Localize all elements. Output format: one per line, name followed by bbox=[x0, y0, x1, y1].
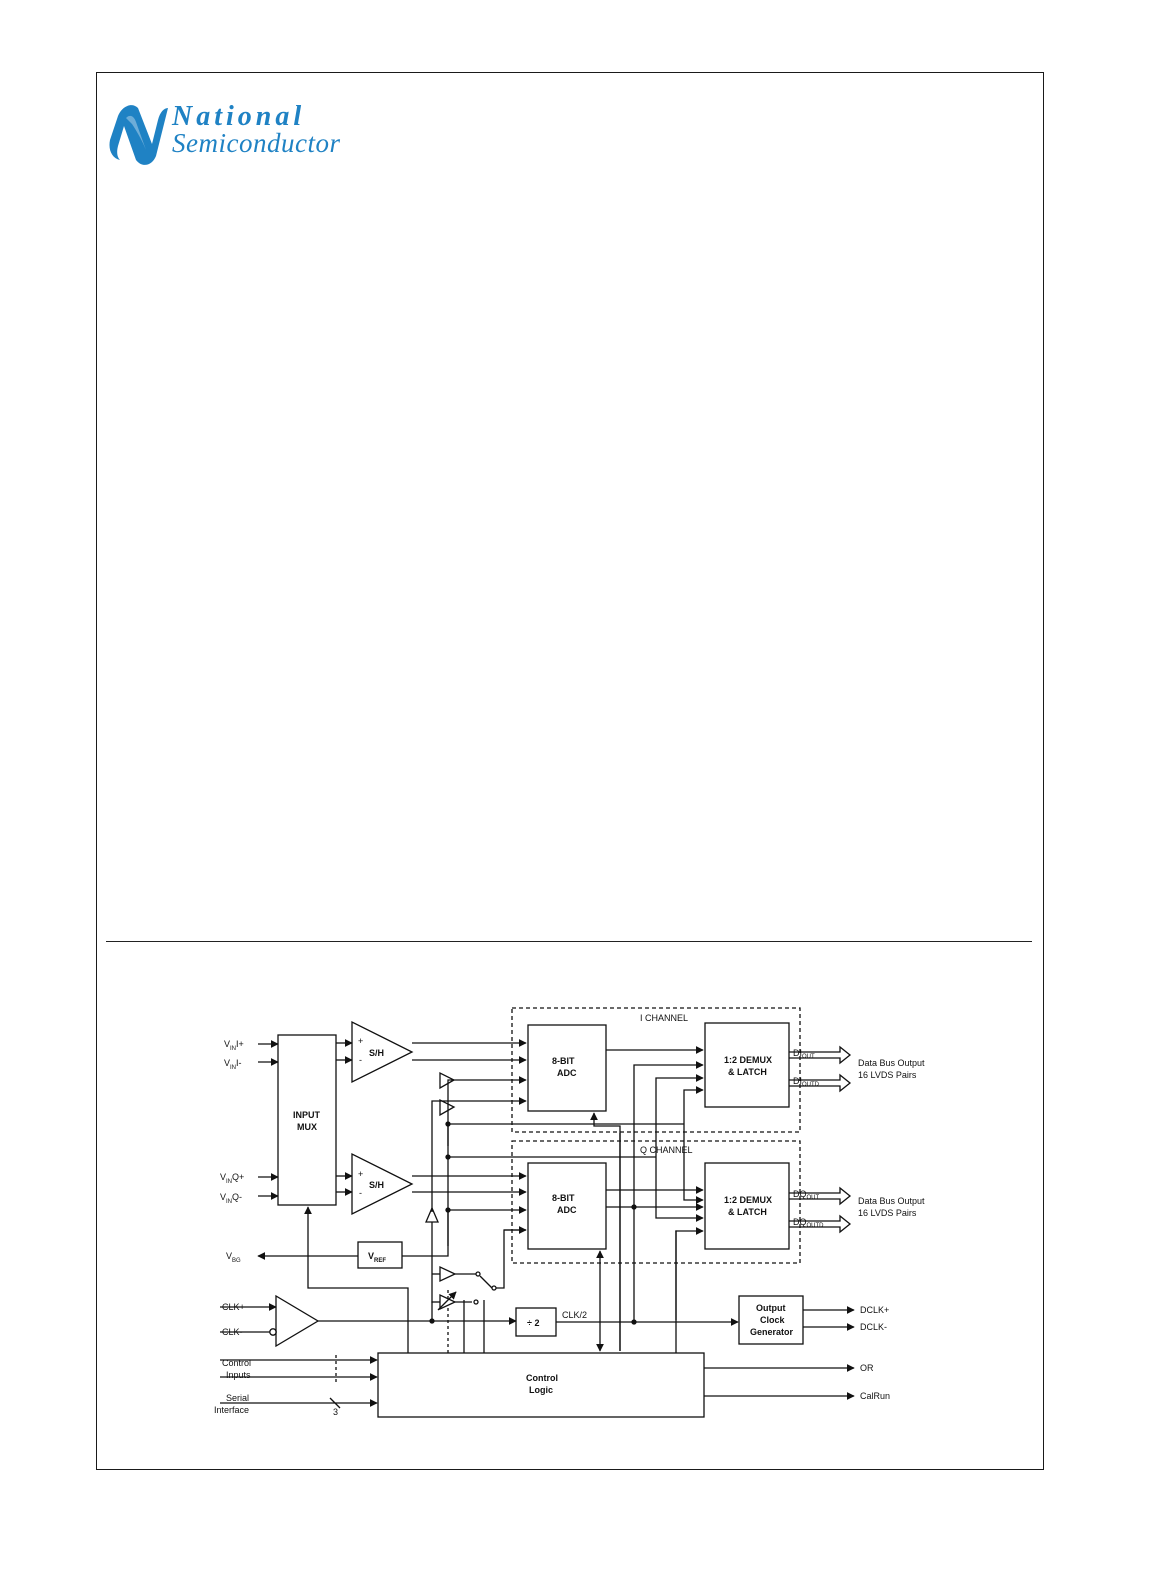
ocg-label-3: Generator bbox=[750, 1327, 794, 1337]
logo-n-mark-icon bbox=[109, 105, 168, 165]
national-semiconductor-logo: National Semiconductor bbox=[106, 100, 356, 170]
block-diagram-svg: VINI+ VINI- VINQ+ VINQ- VBG CLK+ CLK- Co… bbox=[214, 1007, 925, 1418]
divide-label: ÷ 2 bbox=[527, 1318, 539, 1328]
sh-i-label: S/H bbox=[369, 1048, 384, 1058]
adc-q-block bbox=[527, 1162, 607, 1250]
sh-q-label: S/H bbox=[369, 1180, 384, 1190]
adc-i-block bbox=[527, 1024, 607, 1112]
control-logic-label-1: Control bbox=[526, 1373, 558, 1383]
page-frame bbox=[96, 72, 1044, 1470]
vref-label: VREF bbox=[368, 1251, 386, 1264]
vin-i-plus-label: VINI+ bbox=[224, 1039, 244, 1052]
sh-q-minus: - bbox=[359, 1188, 362, 1198]
vbg-label: VBG bbox=[226, 1251, 241, 1264]
cal-switch-group bbox=[431, 1229, 526, 1311]
or-label: OR bbox=[860, 1363, 874, 1373]
demux-q-label-2: & LATCH bbox=[728, 1207, 767, 1217]
di-out-label: DIOUT bbox=[793, 1048, 815, 1060]
sh-q-plus: + bbox=[358, 1169, 363, 1179]
dq-outd-label: DQOUTD bbox=[793, 1217, 824, 1229]
control-inputs-label-1: Control bbox=[222, 1358, 251, 1368]
logo-line-1: National bbox=[172, 101, 306, 132]
sh-i-plus: + bbox=[358, 1036, 363, 1046]
dq-out-bus bbox=[789, 1186, 852, 1206]
sh-amp-q bbox=[351, 1152, 414, 1216]
calrun-label: CalRun bbox=[860, 1391, 890, 1401]
serial-label-2: Interface bbox=[214, 1405, 249, 1415]
i-bus-label-1: Data Bus Output bbox=[858, 1058, 925, 1068]
di-outd-label: DIOUTD bbox=[793, 1076, 820, 1088]
di-outd-bus bbox=[789, 1073, 852, 1093]
demux-i-block bbox=[704, 1022, 790, 1108]
dclk-plus-label: DCLK+ bbox=[860, 1305, 889, 1315]
input-mux-label-2: MUX bbox=[297, 1122, 317, 1132]
input-mux-block bbox=[277, 1034, 337, 1206]
output-clock-generator-block bbox=[738, 1295, 804, 1345]
control-inputs-label-2: Inputs bbox=[226, 1370, 251, 1380]
adc-i-label-2: ADC bbox=[557, 1068, 577, 1078]
demux-q-label-1: 1:2 DEMUX bbox=[724, 1195, 772, 1205]
dq-out-label: DQOUT bbox=[793, 1189, 820, 1201]
input-mux-label-1: INPUT bbox=[293, 1110, 321, 1120]
ocg-label-1: Output bbox=[756, 1303, 786, 1313]
dq-outd-bus bbox=[789, 1214, 852, 1234]
adc-q-label-1: 8-BIT bbox=[552, 1193, 575, 1203]
demux-i-label-1: 1:2 DEMUX bbox=[724, 1055, 772, 1065]
dclk-minus-label: DCLK- bbox=[860, 1322, 887, 1332]
q-bus-label-1: Data Bus Output bbox=[858, 1196, 925, 1206]
section-divider bbox=[106, 941, 1032, 942]
clk2-label: CLK/2 bbox=[562, 1310, 587, 1320]
sh-i-minus: - bbox=[359, 1055, 362, 1065]
i-bus-label-2: 16 LVDS Pairs bbox=[858, 1070, 917, 1080]
vin-i-minus-label: VINI- bbox=[224, 1058, 242, 1071]
block-diagram: VINI+ VINI- VINQ+ VINQ- VBG CLK+ CLK- Co… bbox=[200, 1000, 960, 1440]
serial-label-1: Serial bbox=[226, 1393, 249, 1403]
demux-q-block bbox=[704, 1162, 790, 1250]
demux-i-label-2: & LATCH bbox=[728, 1067, 767, 1077]
adc-i-label-1: 8-BIT bbox=[552, 1056, 575, 1066]
q-channel-label: Q CHANNEL bbox=[640, 1145, 693, 1155]
clk-plus-label: CLK+ bbox=[222, 1302, 245, 1312]
vin-q-minus-label: VINQ- bbox=[220, 1192, 242, 1205]
di-out-bus bbox=[789, 1045, 852, 1065]
vref-block bbox=[357, 1241, 403, 1269]
clk-input-buffer bbox=[275, 1294, 320, 1348]
control-logic-label-2: Logic bbox=[529, 1385, 553, 1395]
bus-width-label: 3 bbox=[333, 1407, 338, 1417]
i-channel-label: I CHANNEL bbox=[640, 1013, 688, 1023]
sh-amp-i bbox=[351, 1020, 414, 1084]
clk-inverting-bubble bbox=[269, 1328, 277, 1336]
adc-q-label-2: ADC bbox=[557, 1205, 577, 1215]
logo-line-2: Semiconductor bbox=[172, 128, 341, 158]
ocg-label-2: Clock bbox=[760, 1315, 786, 1325]
clk-minus-label: CLK- bbox=[222, 1327, 243, 1337]
control-logic-block bbox=[377, 1352, 705, 1418]
vin-q-plus-label: VINQ+ bbox=[220, 1172, 244, 1185]
q-bus-label-2: 16 LVDS Pairs bbox=[858, 1208, 917, 1218]
